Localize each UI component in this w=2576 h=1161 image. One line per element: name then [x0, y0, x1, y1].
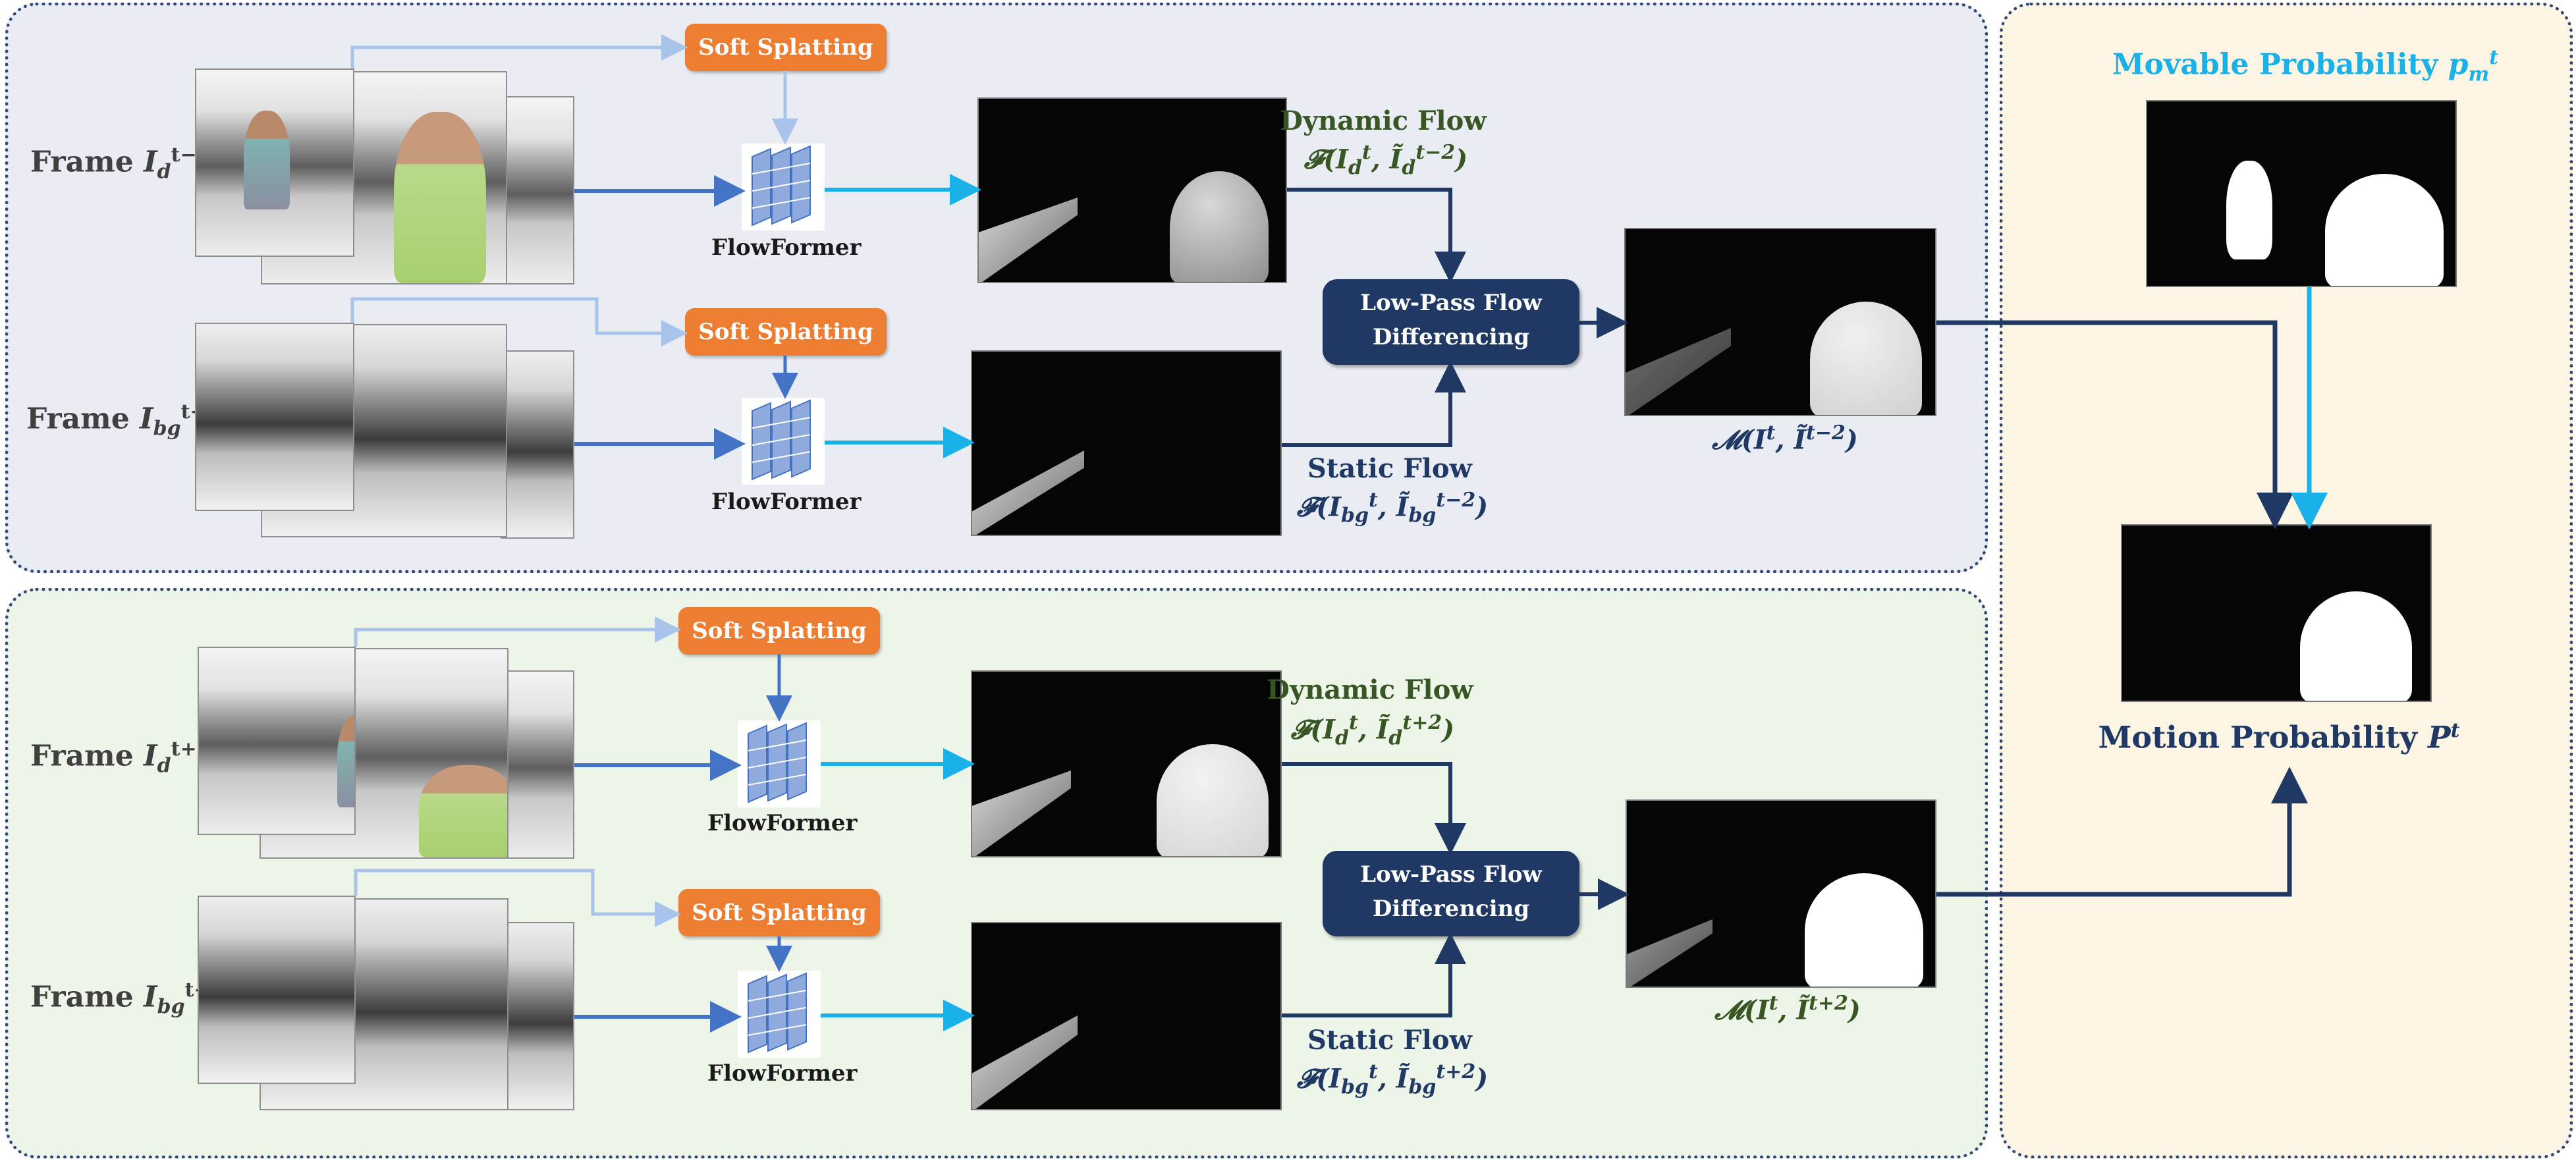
- static-flow-map: [971, 922, 1282, 1110]
- frame-image-back: [501, 670, 574, 859]
- lowpass-flow-differencing-box: Low-Pass Flow Differencing: [1323, 279, 1579, 365]
- motion-probability-map: [2121, 524, 2432, 702]
- flowformer-icon: [738, 971, 821, 1058]
- lowpass-flow-differencing-box: Low-Pass Flow Differencing: [1323, 851, 1579, 936]
- static-flow-title: Static Flow: [1307, 453, 1472, 484]
- static-flow-map: [971, 350, 1282, 536]
- arrow-flow-to-lowpass: [1282, 361, 1466, 447]
- frame-image-front: [195, 68, 354, 257]
- frame-sub: d: [157, 754, 171, 778]
- static-flow-formula: 𝓕(Ibgt, Ĩbgt−2): [1296, 489, 1489, 527]
- movable-sup: t: [2489, 46, 2499, 69]
- lowpass-label-line2: Differencing: [1372, 896, 1530, 922]
- motion-probability-title: Motion Probability Pt: [2088, 719, 2470, 755]
- frame-image-front: [198, 896, 356, 1084]
- mask-map: [1626, 799, 1936, 988]
- lowpass-label-line1: Low-Pass Flow: [1360, 290, 1542, 316]
- arrow-frame-to-splatting: [350, 34, 688, 68]
- movable-probability-map: [2146, 100, 2457, 287]
- frame-prefix: Frame: [26, 402, 140, 436]
- flowformer-label: FlowFormer: [711, 234, 862, 261]
- flowformer-icon: [738, 720, 821, 807]
- frame-sub: bg: [153, 417, 181, 441]
- flowformer-label: FlowFormer: [707, 810, 858, 836]
- arrow-frame-to-splatting: [354, 869, 681, 927]
- frame-sub: d: [157, 160, 171, 184]
- person-figure: [394, 112, 486, 283]
- frame-symbol: I: [144, 739, 157, 773]
- frame-label-bg-tminus2: Frame Ibgt−2: [26, 400, 220, 440]
- person-figure: [419, 765, 507, 857]
- frame-image-back: [501, 96, 574, 284]
- soft-splatting-box: Soft Splatting: [685, 24, 887, 71]
- motion-title-text: Motion Probability: [2098, 719, 2418, 755]
- frame-image-front: [195, 323, 354, 511]
- person-silhouette: [2300, 591, 2412, 701]
- dynamic-flow-map: [971, 670, 1282, 857]
- motion-sup: t: [2450, 719, 2460, 742]
- movable-sub: m: [2468, 63, 2490, 86]
- arrow-mask-to-motion: [1936, 320, 2293, 529]
- dynamic-flow-title: Dynamic Flow: [1280, 105, 1487, 136]
- frame-prefix: Frame: [30, 739, 144, 773]
- person-silhouette: [1170, 171, 1269, 282]
- motion-symbol: P: [2428, 719, 2451, 755]
- dancer-silhouette: [2226, 161, 2272, 259]
- lowpass-label-line1: Low-Pass Flow: [1360, 861, 1542, 888]
- soft-splatting-box: Soft Splatting: [678, 607, 880, 655]
- dynamic-flow-map: [977, 97, 1287, 283]
- frame-prefix: Frame: [30, 980, 144, 1014]
- frame-prefix: Frame: [30, 145, 144, 179]
- mask-map: [1624, 228, 1936, 416]
- dynamic-flow-formula: 𝓕(Idt, Ĩdt+2): [1290, 711, 1455, 750]
- person-silhouette: [1810, 302, 1922, 415]
- arrow-frame-to-splatting: [350, 297, 688, 346]
- flowformer-label: FlowFormer: [707, 1060, 858, 1087]
- arrow-mask-to-motion: [1936, 767, 2308, 897]
- movable-title-text: Movable Probability: [2112, 47, 2438, 82]
- dynamic-flow-title: Dynamic Flow: [1267, 674, 1473, 705]
- arrow-frame-to-splatting: [354, 616, 681, 647]
- flowformer-label: FlowFormer: [711, 489, 862, 515]
- frame-image-front: [198, 647, 356, 835]
- person-silhouette: [1805, 873, 1923, 986]
- dynamic-flow-formula: 𝓕(Idt, Ĩdt−2): [1303, 141, 1468, 180]
- static-flow-title: Static Flow: [1307, 1025, 1472, 1056]
- person-silhouette: [2325, 174, 2444, 286]
- soft-splatting-box: Soft Splatting: [685, 308, 887, 356]
- frame-symbol: I: [144, 145, 157, 179]
- person-silhouette: [1157, 744, 1269, 856]
- arrow-flow-to-lowpass: [1282, 762, 1466, 855]
- movable-probability-title: Movable Probability pmt: [2101, 46, 2509, 86]
- flowformer-icon: [742, 398, 825, 485]
- dancer-figure: [244, 111, 290, 209]
- frame-symbol: I: [144, 980, 157, 1014]
- lowpass-label-line2: Differencing: [1372, 324, 1530, 350]
- mask-formula: 𝓜(It, Ĩt−2): [1712, 421, 1858, 456]
- static-flow-formula: 𝓕(Ibgt, Ĩbgt+2): [1296, 1060, 1489, 1099]
- frame-symbol: I: [140, 402, 153, 436]
- frame-sub: bg: [157, 995, 185, 1019]
- soft-splatting-box: Soft Splatting: [678, 889, 880, 936]
- mask-formula: 𝓜(It, Ĩt+2): [1714, 992, 1861, 1026]
- arrow-flow-to-lowpass: [1287, 188, 1466, 283]
- arrow-flow-to-lowpass: [1282, 932, 1466, 1017]
- movable-symbol: p: [2448, 47, 2469, 82]
- flowformer-icon: [742, 144, 825, 230]
- frame-image-back: [501, 922, 574, 1110]
